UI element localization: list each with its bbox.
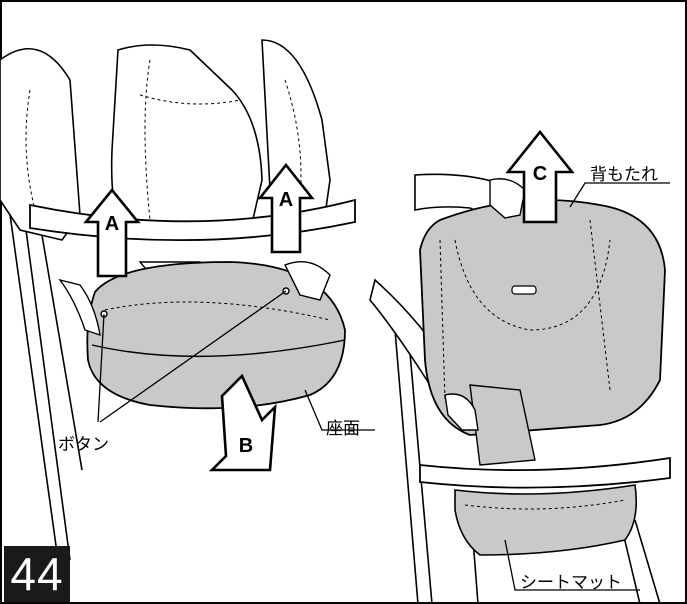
arrow-a-left — [83, 187, 141, 278]
seat-side-fold — [469, 384, 536, 466]
arrow-a-right — [257, 162, 315, 254]
seat-cushion-edge — [91, 339, 346, 358]
stroller-frame-left — [7, 199, 83, 561]
seat-cushion-stitch — [104, 301, 331, 321]
arrow-b — [208, 373, 277, 472]
torso-seam — [139, 59, 241, 221]
right-panel — [369, 129, 671, 604]
arrow-c-letter: C — [533, 163, 547, 185]
left-arm-seam — [25, 89, 36, 211]
seat-mat-leader — [504, 539, 640, 591]
seat-cushion — [86, 261, 346, 410]
arrow-a-left-letter: A — [105, 213, 119, 235]
label-seat-surface: 座面 — [326, 419, 360, 439]
backrest-slot — [511, 285, 537, 295]
backrest — [419, 199, 666, 436]
button-leader-1 — [97, 313, 105, 423]
arrow-a-right-letter: A — [279, 189, 293, 211]
seat-mat — [454, 484, 638, 556]
person-torso — [110, 44, 263, 233]
left-panel — [0, 39, 375, 561]
bumper-bar-right — [419, 456, 671, 489]
label-seat-mat: シートマット — [520, 573, 622, 593]
arrow-b-letter: B — [239, 435, 253, 457]
right-hand — [284, 261, 331, 301]
backrest-seam — [439, 219, 611, 401]
button-leader-2 — [99, 290, 287, 423]
top-hand — [489, 178, 526, 219]
step-number-badge: 44 — [4, 546, 70, 602]
left-hand — [58, 278, 101, 337]
lower-hand — [444, 393, 479, 431]
seat-mat-stitch — [464, 499, 626, 510]
arrow-c — [505, 129, 575, 224]
label-button: ボタン — [58, 435, 109, 455]
backrest-leader — [569, 182, 670, 208]
seat-surface-leader — [304, 389, 375, 431]
label-backrest: 背もたれ — [590, 165, 658, 185]
left-arm — [0, 48, 81, 241]
